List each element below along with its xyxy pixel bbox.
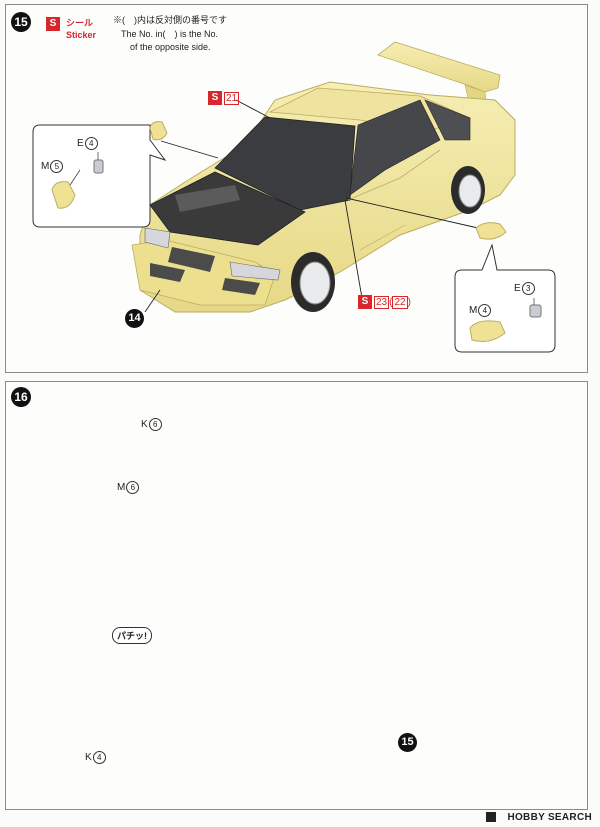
sticker-23-number: 23(22) [374,296,411,309]
sticker-21-badge: S [208,91,222,105]
ref-step-14: 14 [125,309,144,328]
note-en-line1: The No. in( ) is the No. [121,29,219,39]
sticker-23-badge: S [358,295,372,309]
step-16-number: 16 [11,387,31,407]
sticker-21-number: 21 [224,92,240,105]
note-jp: ※( )内は反対側の番号です [113,15,227,25]
note-en-line2: of the opposite side. [130,42,211,52]
hobby-search-watermark: HOBBY SEARCH [507,812,592,823]
step15-car [131,41,516,313]
step-16-panel [5,381,588,810]
sticker-label-en: Sticker [66,30,97,40]
step-15-number: 15 [11,12,31,32]
snap-callout: パチッ! [112,627,152,644]
sticker-legend-badge: S [46,17,60,31]
sticker-label-jp: シール [66,18,94,28]
ref-step-15: 15 [398,733,417,752]
